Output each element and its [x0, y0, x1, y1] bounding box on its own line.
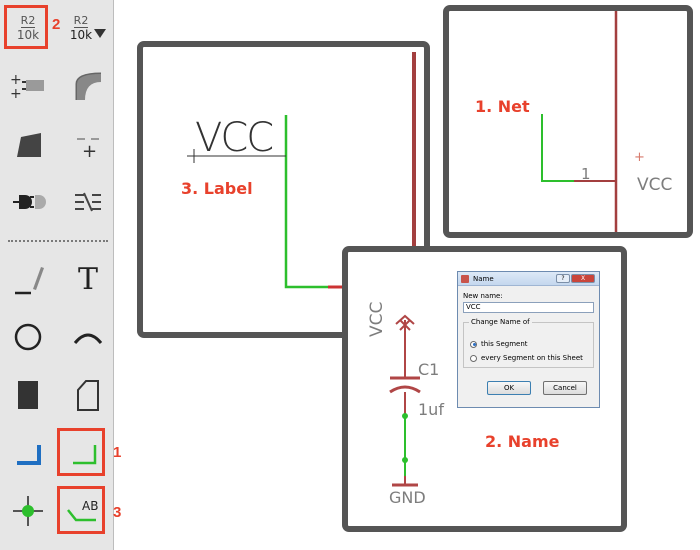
radio-this-segment[interactable]: this Segment — [470, 340, 528, 348]
polygon-tool[interactable] — [64, 371, 112, 419]
gnd-label: GND — [389, 488, 426, 507]
text-tool-glyph: T — [77, 261, 98, 297]
supply-name: VCC — [637, 175, 673, 195]
radio-every-segment[interactable]: every Segment on this Sheet — [470, 354, 583, 362]
value-tool-button[interactable]: R2 10k — [4, 4, 52, 52]
rectangle-tool[interactable] — [4, 371, 52, 419]
new-name-label: New name: — [463, 292, 503, 300]
net-wire — [284, 115, 328, 289]
gateswap-icon — [13, 195, 46, 209]
label-text: VCC — [195, 115, 274, 161]
rectangle-icon — [18, 381, 38, 409]
help-button[interactable]: ? — [556, 274, 570, 283]
polygon-icon — [77, 380, 99, 411]
invoke-icon: + — [77, 138, 99, 159]
name-caption: 2. Name — [485, 432, 560, 451]
add-part-icon: + + — [10, 72, 44, 101]
cancel-button[interactable]: Cancel — [543, 381, 587, 395]
invoke-tool[interactable]: + — [64, 120, 112, 168]
pinswap-tool[interactable] — [64, 178, 112, 226]
net-wire — [541, 114, 574, 182]
smash-tool-button[interactable]: R2 10k — [64, 4, 112, 52]
bus-icon — [17, 445, 41, 465]
radio-on-icon — [470, 340, 477, 348]
junction-dot-bottom — [402, 457, 408, 463]
split-tool[interactable] — [4, 120, 52, 168]
label-origin-cross — [187, 149, 201, 163]
wire-draw-tool[interactable] — [4, 255, 52, 303]
bus-tool[interactable] — [4, 430, 52, 478]
label-tool-text: AB — [82, 499, 99, 513]
value-tool-bottom: 10k — [16, 27, 40, 42]
ok-button[interactable]: OK — [487, 381, 531, 395]
smash-tool-bottom: 10k — [69, 27, 93, 42]
new-name-input[interactable]: VCC — [463, 302, 594, 313]
net-caption: 1. Net — [475, 97, 530, 116]
label-icon — [67, 509, 96, 522]
wire-pencil-icon — [15, 267, 44, 295]
label-tool[interactable]: AB — [60, 487, 108, 535]
tool-palette: R2 10k 2 R2 10k + + — [0, 0, 121, 550]
add-part-tool[interactable]: + + — [4, 62, 52, 110]
arc-icon — [73, 333, 103, 344]
circle-icon — [14, 323, 42, 351]
origin-plus: + — [634, 150, 645, 165]
junction-tool[interactable] — [4, 487, 52, 535]
callout-2: 2 — [52, 16, 61, 33]
miter-tool[interactable] — [64, 62, 112, 110]
dropdown-triangle-icon — [94, 29, 107, 38]
net-tool[interactable] — [60, 430, 108, 478]
callout-3: 3 — [113, 504, 122, 521]
name-example-panel: VCC C1 1uf GND 2. Name Name ? X New name… — [342, 246, 627, 532]
circle-tool[interactable] — [4, 313, 52, 361]
close-button[interactable]: X — [571, 274, 595, 283]
gateswap-tool[interactable] — [4, 178, 52, 226]
net-example-panel: 1. Net 1 + VCC — [443, 5, 693, 238]
label-tool-highlight — [57, 486, 105, 534]
pinswap-icon — [75, 192, 101, 212]
value-tool-highlight — [4, 5, 48, 49]
svg-text:+: + — [10, 72, 22, 88]
part-value: 1uf — [418, 400, 444, 419]
svg-text:+: + — [82, 141, 97, 159]
smash-tool-top: R2 — [73, 13, 89, 28]
app-icon — [461, 275, 469, 283]
value-tool-top: R2 — [20, 13, 36, 28]
net-tool-highlight — [57, 428, 105, 476]
text-tool[interactable]: T — [64, 255, 112, 303]
miter-icon — [75, 72, 102, 100]
name-schematic — [389, 314, 421, 487]
name-dialog: Name ? X New name: VCC Change Name of th… — [457, 271, 600, 408]
radio-every-segment-label: every Segment on this Sheet — [481, 354, 583, 362]
change-name-group-title: Change Name of — [469, 318, 532, 326]
cap-plate-bottom — [389, 385, 421, 394]
net-schematic — [541, 11, 618, 232]
label-example-panel: VCC 3. Label — [137, 41, 430, 338]
pin-number: 1 — [581, 165, 591, 183]
radio-this-segment-label: this Segment — [481, 340, 528, 348]
radio-off-icon — [470, 354, 477, 362]
vcc-label: VCC — [367, 301, 387, 337]
junction-dot-top — [402, 413, 408, 419]
svg-text:+: + — [10, 86, 22, 101]
label-caption: 3. Label — [181, 179, 253, 198]
split-icon — [17, 133, 41, 157]
part-name: C1 — [418, 360, 440, 379]
dialog-title: Name — [473, 275, 494, 283]
toolbar-separator — [8, 240, 108, 242]
dialog-titlebar: Name ? X — [458, 272, 599, 286]
net-icon — [73, 445, 97, 465]
callout-1: 1 — [113, 444, 122, 461]
junction-icon — [13, 496, 43, 526]
arc-tool[interactable] — [64, 313, 112, 361]
